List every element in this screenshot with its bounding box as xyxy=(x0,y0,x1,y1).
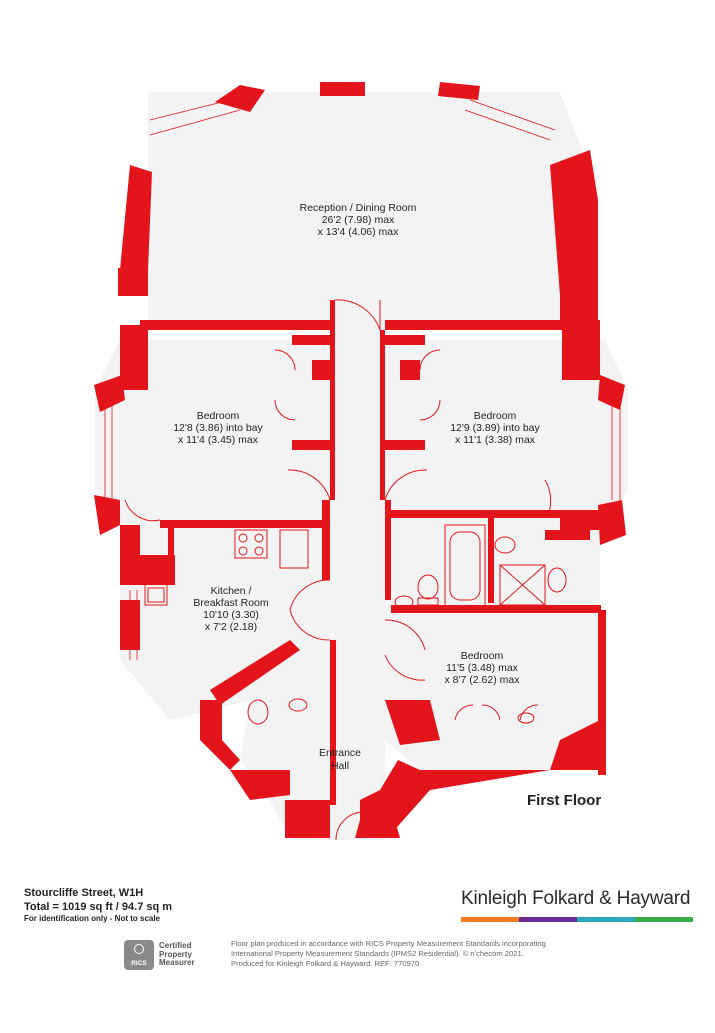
svg-text:26'2 (7.98) max: 26'2 (7.98) max xyxy=(322,214,395,226)
svg-text:Bedroom: Bedroom xyxy=(197,410,240,422)
room-label-kitchen: Kitchen / Breakfast Room 10'10 (3.30) x … xyxy=(193,585,269,633)
fixtures xyxy=(144,524,567,725)
svg-text:12'8 (3.86) into bay: 12'8 (3.86) into bay xyxy=(173,422,263,434)
total-area: Total = 1019 sq ft / 94.7 sq m xyxy=(24,901,173,913)
room-label-reception: Reception / Dining Room 26'2 (7.98) max … xyxy=(300,202,417,238)
scale-note: For identification only - Not to scale xyxy=(24,914,161,923)
brand-bar-teal xyxy=(577,917,635,922)
brand-logo: Kinleigh Folkard & Hayward xyxy=(461,888,691,909)
shower-icon xyxy=(499,564,546,606)
basin-icon xyxy=(494,536,516,554)
svg-text:x 7'2 (2.18): x 7'2 (2.18) xyxy=(205,621,257,633)
svg-text:10'10 (3.30): 10'10 (3.30) xyxy=(203,609,259,621)
svg-text:x 13'4 (4.06) max: x 13'4 (4.06) max xyxy=(318,226,400,238)
svg-text:11'5 (3.48) max: 11'5 (3.48) max xyxy=(446,662,519,674)
sink-icon xyxy=(144,564,168,606)
brand-bar-orange xyxy=(461,917,519,922)
brand-bar-green xyxy=(635,917,693,922)
toilet-icon xyxy=(417,574,439,600)
svg-text:Hall: Hall xyxy=(331,760,349,772)
svg-text:Kitchen /: Kitchen / xyxy=(211,585,252,597)
hob-icon xyxy=(234,529,268,559)
rics-seal-icon: RICS xyxy=(124,940,154,970)
svg-text:Reception / Dining Room: Reception / Dining Room xyxy=(300,202,417,214)
badge-text: Certified Property Measurer xyxy=(159,941,195,968)
svg-text:x 11'1 (3.38) max: x 11'1 (3.38) max xyxy=(455,434,536,446)
bath-icon xyxy=(444,524,486,608)
door-swings xyxy=(124,299,552,841)
floor-label: First Floor xyxy=(527,792,601,809)
property-address: Stourcliffe Street, W1H Total = 1019 sq … xyxy=(24,886,172,914)
disclaimer: Floor plan produced in accordance with R… xyxy=(231,939,546,968)
walls xyxy=(94,82,626,838)
address-line: Stourcliffe Street, W1H xyxy=(24,887,144,899)
brand-color-bar xyxy=(461,917,693,922)
svg-text:Bedroom: Bedroom xyxy=(474,410,517,422)
room-label-entrance-hall: Entrance Hall xyxy=(319,747,361,772)
room-label-bedroom-left: Bedroom 12'8 (3.86) into bay x 11'4 (3.4… xyxy=(173,410,263,446)
rics-certified-badge: RICS Certified Property Measurer xyxy=(124,938,224,972)
brand-bar-purple xyxy=(519,917,577,922)
room-label-bedroom-right: Bedroom 12'9 (3.89) into bay x 11'1 (3.3… xyxy=(450,410,540,446)
svg-text:Breakfast Room: Breakfast Room xyxy=(193,597,269,609)
svg-text:x 8'7 (2.62) max: x 8'7 (2.62) max xyxy=(445,674,521,686)
svg-text:Bedroom: Bedroom xyxy=(461,650,504,662)
floor-plan: Reception / Dining Room 26'2 (7.98) max … xyxy=(94,82,628,841)
room-label-bedroom-bottom: Bedroom 11'5 (3.48) max x 8'7 (2.62) max xyxy=(445,650,521,686)
svg-text:Entrance: Entrance xyxy=(319,747,361,759)
svg-text:12'9 (3.89) into bay: 12'9 (3.89) into bay xyxy=(450,422,540,434)
svg-text:x 11'4 (3.45) max: x 11'4 (3.45) max xyxy=(178,434,259,446)
